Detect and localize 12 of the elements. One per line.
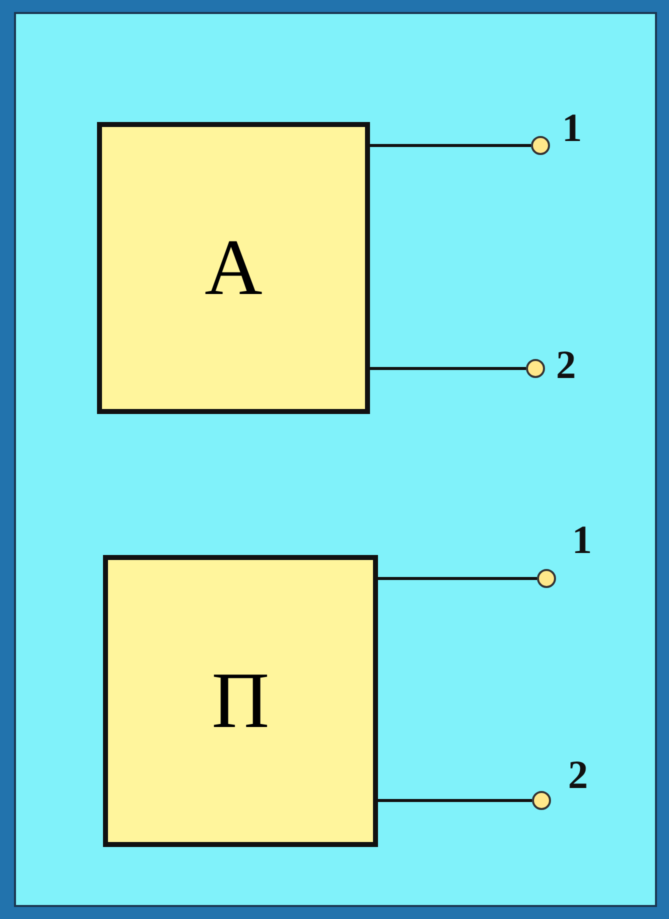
connecting-wire [378, 799, 532, 802]
terminal-number: 1 [562, 108, 582, 148]
block-letter: П [212, 656, 270, 746]
block-box [97, 122, 370, 414]
block-box [103, 555, 378, 847]
connecting-wire [378, 577, 537, 580]
connecting-wire [370, 144, 531, 147]
terminal-number: 2 [556, 345, 576, 385]
terminal-number: 2 [568, 755, 588, 795]
connecting-wire [370, 367, 526, 370]
terminal-number: 1 [572, 520, 592, 560]
block-letter: А [204, 222, 262, 314]
